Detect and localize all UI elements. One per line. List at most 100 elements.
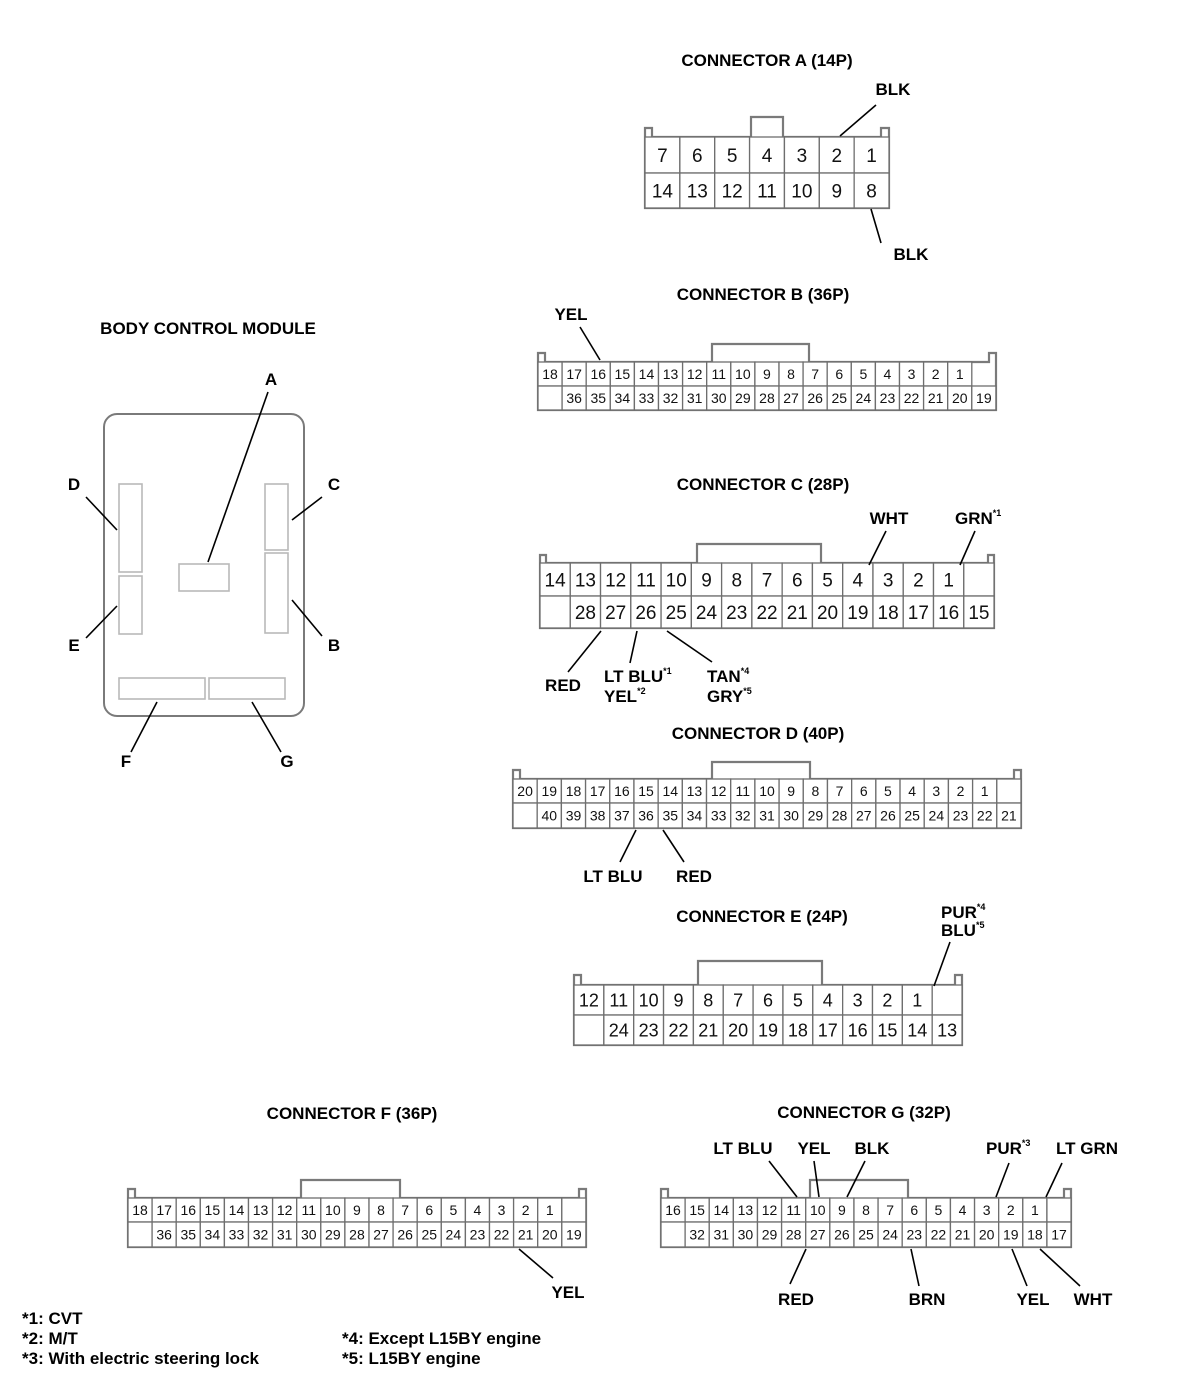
module-label-g: G — [280, 752, 293, 771]
pin-number: 11 — [609, 990, 628, 1010]
pin-number: 18 — [1027, 1227, 1043, 1243]
pin-cavity — [416, 1221, 442, 1248]
pin-cavity — [630, 595, 662, 629]
pin-number: 12 — [762, 1202, 778, 1218]
wire-g18: WHT — [1074, 1290, 1113, 1309]
pin-number: 12 — [605, 570, 626, 591]
pin-cavity — [732, 1221, 759, 1248]
pin-number: 28 — [832, 808, 848, 824]
pin-number: 2 — [1007, 1202, 1015, 1218]
pin-number: 30 — [711, 390, 727, 406]
pin-number: 4 — [474, 1202, 482, 1218]
pin-cavity — [633, 385, 660, 411]
pin-cavity — [780, 1197, 807, 1223]
wire-g23: BRN — [909, 1290, 946, 1309]
pin-number: 11 — [757, 181, 777, 202]
pin-number: 6 — [763, 990, 773, 1010]
pin-number: 21 — [1001, 808, 1017, 824]
pin-number: 12 — [277, 1202, 293, 1218]
pin-number: 16 — [848, 1020, 868, 1040]
module-port-f — [118, 677, 206, 700]
pin-number: 4 — [762, 146, 773, 167]
pin-number: 19 — [758, 1020, 778, 1040]
pin-cavity — [127, 1221, 153, 1248]
pin-number: 7 — [886, 1202, 894, 1218]
pin-number: 21 — [955, 1227, 971, 1243]
pin-number: 14 — [652, 181, 674, 202]
pin-number: 40 — [542, 808, 558, 824]
pin-cavity — [805, 1221, 831, 1248]
wire-e1-l15by: BLU*5 — [941, 920, 984, 940]
pin-number: 5 — [793, 990, 803, 1010]
pin-number: 18 — [878, 603, 899, 624]
pin-number: 9 — [787, 783, 795, 799]
pin-number: 16 — [938, 603, 959, 624]
pin-number: 11 — [736, 783, 751, 799]
pin-cavity — [922, 385, 949, 411]
pin-cavity — [585, 361, 611, 387]
module-port-c — [264, 483, 289, 551]
pin-number: 5 — [859, 366, 867, 382]
pin-number: 21 — [698, 1020, 718, 1040]
module-label-d: D — [68, 475, 80, 494]
pin-number: 34 — [615, 390, 631, 406]
pin-number: 4 — [884, 366, 892, 382]
pin-cavity — [644, 172, 681, 209]
wire-g11: LT BLU — [713, 1139, 772, 1158]
connector-d-leaders — [619, 829, 685, 863]
wire-d35: RED — [676, 867, 712, 886]
pin-cavity — [569, 595, 602, 629]
pin-cavity — [850, 385, 877, 411]
module-port-b — [264, 552, 289, 634]
pin-number: 1 — [956, 366, 964, 382]
pin-number: 22 — [931, 1227, 947, 1243]
pin-number: 19 — [847, 603, 868, 624]
pin-number: 7 — [401, 1202, 409, 1218]
connector-e-leaders — [933, 941, 951, 987]
pin-number: 34 — [687, 808, 703, 824]
wire-g1: LT GRN — [1056, 1139, 1118, 1158]
pin-number: 4 — [853, 570, 864, 591]
pin-cavity — [708, 1221, 735, 1248]
pin-cavity — [488, 1221, 515, 1248]
pin-cavity — [690, 562, 723, 597]
pin-cavity — [778, 385, 804, 411]
pin-cavity — [537, 385, 563, 411]
pin-number: 15 — [968, 603, 989, 624]
pin-number: 21 — [787, 603, 808, 624]
pin-number: 2 — [882, 990, 892, 1010]
pin-cavity — [931, 984, 963, 1016]
wire-c1: GRN*1 — [955, 508, 1001, 528]
pin-cavity — [811, 595, 844, 629]
pin-number: 23 — [726, 603, 747, 624]
pin-cavity — [902, 562, 935, 597]
pin-number: 29 — [325, 1227, 341, 1243]
pin-cavity — [871, 1014, 904, 1046]
pin-number: 5 — [727, 146, 738, 167]
pin-number: 33 — [639, 390, 655, 406]
wire-c27: RED — [545, 676, 581, 695]
pin-number: 27 — [373, 1227, 389, 1243]
pin-cavity — [536, 778, 563, 804]
pin-number: 15 — [638, 783, 654, 799]
pin-number: 18 — [542, 366, 558, 382]
pin-cavity — [662, 1014, 695, 1046]
pin-cavity — [561, 361, 587, 387]
pin-number: 11 — [636, 570, 656, 591]
pin-cavity — [998, 1221, 1024, 1248]
footnote-4: *4: Except L15BY engine — [342, 1329, 541, 1348]
pin-cavity — [708, 1197, 735, 1223]
pin-cavity — [690, 595, 723, 629]
pin-number: 1 — [1031, 1202, 1039, 1218]
pin-cavity — [609, 802, 635, 829]
pin-number: 36 — [638, 808, 654, 824]
pin-cavity — [932, 562, 965, 597]
pin-cavity — [780, 1221, 807, 1248]
pin-cavity — [660, 1221, 686, 1248]
pin-number: 10 — [810, 1202, 826, 1218]
pin-number: 20 — [542, 1227, 558, 1243]
pin-number: 18 — [132, 1202, 148, 1218]
pin-number: 35 — [180, 1227, 196, 1243]
